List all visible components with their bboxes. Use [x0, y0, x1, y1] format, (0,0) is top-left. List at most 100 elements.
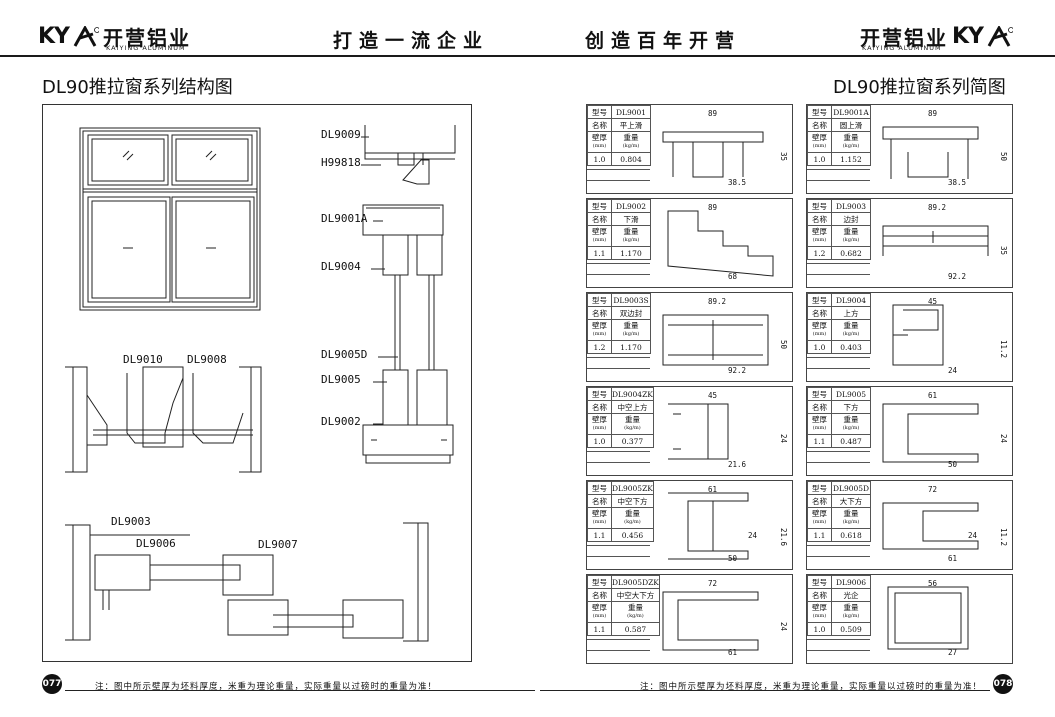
label-wall: 壁厚(mm)	[807, 319, 832, 341]
weight-value: 0.804	[611, 152, 651, 166]
weight-label: 重量	[843, 603, 859, 612]
wall-label: 壁厚	[592, 321, 607, 330]
label-weight: 重量(kg/m)	[831, 131, 871, 153]
weight-value: 0.487	[831, 434, 871, 448]
label-wall: 壁厚(mm)	[587, 507, 612, 529]
label-dl9008: DL9008	[187, 353, 227, 366]
label-name: 名称	[587, 494, 612, 508]
name-value: 上方	[831, 306, 871, 320]
label-dl9004: DL9004	[321, 260, 361, 273]
blank-row	[587, 451, 650, 462]
blank-row	[807, 263, 870, 274]
wall-label: 壁厚	[592, 603, 607, 612]
label-model: 型号	[807, 199, 832, 213]
profile-outline	[662, 591, 759, 651]
name-value: 光企	[831, 588, 871, 602]
structure-panel: DL9009 H99818 DL9001A DL9004 DL9005D DL9…	[42, 104, 472, 662]
blank-row	[807, 462, 870, 464]
profile-drawing: 89.2 92.2 50	[662, 297, 788, 375]
dimension-label: 21.6	[779, 528, 788, 547]
dimension-label: 50	[999, 152, 1008, 162]
weight-value: 0.377	[611, 434, 654, 448]
label-dl9001a: DL9001A	[321, 212, 368, 225]
left-page-title: DL90推拉窗系列结构图	[42, 77, 233, 98]
dimension-label: 56	[928, 579, 938, 588]
label-dl9002: DL9002	[321, 415, 361, 428]
dimension-label: 89	[928, 109, 937, 118]
label-wall: 壁厚(mm)	[587, 131, 612, 153]
slogan-right: 创造百年开营	[585, 30, 742, 52]
weight-unit: (kg/m)	[842, 331, 860, 337]
weight-label: 重量	[623, 227, 639, 236]
weight-value: 1.152	[831, 152, 871, 166]
blank-row	[807, 180, 870, 182]
label-dl9010: DL9010	[123, 353, 163, 366]
wall-unit: (mm)	[812, 237, 827, 243]
dimension-label: 89	[708, 109, 717, 118]
blank-row	[807, 357, 870, 368]
profile-outline	[892, 304, 944, 366]
model-value: DL9004ZK	[611, 387, 654, 401]
label-model: 型号	[807, 387, 832, 401]
weight-label: 重量	[843, 509, 859, 518]
model-value: DL9003	[831, 199, 871, 213]
blank-row	[807, 274, 870, 276]
wall-unit: (mm)	[592, 519, 607, 525]
label-dl9005: DL9005	[321, 373, 361, 386]
label-name: 名称	[587, 306, 612, 320]
label-weight: 重量(kg/m)	[611, 601, 660, 623]
slogan-left: 打造一流企业	[333, 30, 490, 52]
label-dl9006: DL9006	[136, 537, 176, 550]
weight-unit: (kg/m)	[842, 237, 860, 243]
blank-row	[587, 545, 650, 556]
label-wall: 壁厚(mm)	[807, 413, 832, 435]
dimension-label: 24	[948, 366, 958, 375]
wall-value: 1.1	[807, 434, 832, 448]
logo-mark: KY	[952, 24, 984, 49]
label-name: 名称	[587, 588, 612, 602]
dimension-label: 89.2	[708, 297, 726, 306]
wall-label: 壁厚	[592, 227, 607, 236]
structure-drawing: DL9009 H99818 DL9001A DL9004 DL9005D DL9…	[65, 125, 456, 642]
dimension-label: 45	[928, 297, 937, 306]
profile-outline	[667, 210, 774, 277]
dimension-label: 45	[708, 391, 717, 400]
label-model: 型号	[807, 575, 832, 589]
footer-note-right: 注：图中所示壁厚为坯料厚度，米重为理论重量，实际重量以过磅时的重量为准！	[640, 682, 983, 692]
dimension-label: 50	[779, 340, 788, 350]
wall-value: 1.1	[807, 528, 832, 542]
dimension-label: 92.2	[728, 366, 746, 375]
name-value: 平上滑	[611, 118, 651, 132]
wall-label: 壁厚	[592, 415, 607, 424]
weight-unit: (kg/m)	[624, 425, 641, 431]
weight-label: 重量	[843, 133, 859, 142]
dimension-label: 72	[928, 485, 937, 494]
wall-value: 1.0	[807, 152, 832, 166]
dimension-label: 89.2	[928, 203, 946, 212]
logo-en: KAIYING ALUMINUM	[862, 44, 942, 52]
page-number-left: 077	[42, 674, 62, 694]
model-value: DL9006	[831, 575, 871, 589]
label-name: 名称	[587, 212, 612, 226]
label-wall: 壁厚(mm)	[587, 413, 612, 435]
blank-row	[587, 650, 650, 652]
weight-unit: (kg/m)	[842, 425, 860, 431]
name-value: 边封	[831, 212, 871, 226]
label-dl9005d: DL9005D	[321, 348, 367, 361]
dimension-label: 38.5	[948, 178, 966, 187]
weight-unit: (kg/m)	[622, 237, 640, 243]
dimension-label: 38.5	[728, 178, 746, 187]
profile-drawing: 89.292.235	[882, 203, 1008, 281]
logo-right: 开营铝业 KY KAIYING ALUMINUM	[860, 22, 1013, 52]
wall-label: 壁厚	[812, 321, 827, 330]
blank-row	[807, 169, 870, 180]
